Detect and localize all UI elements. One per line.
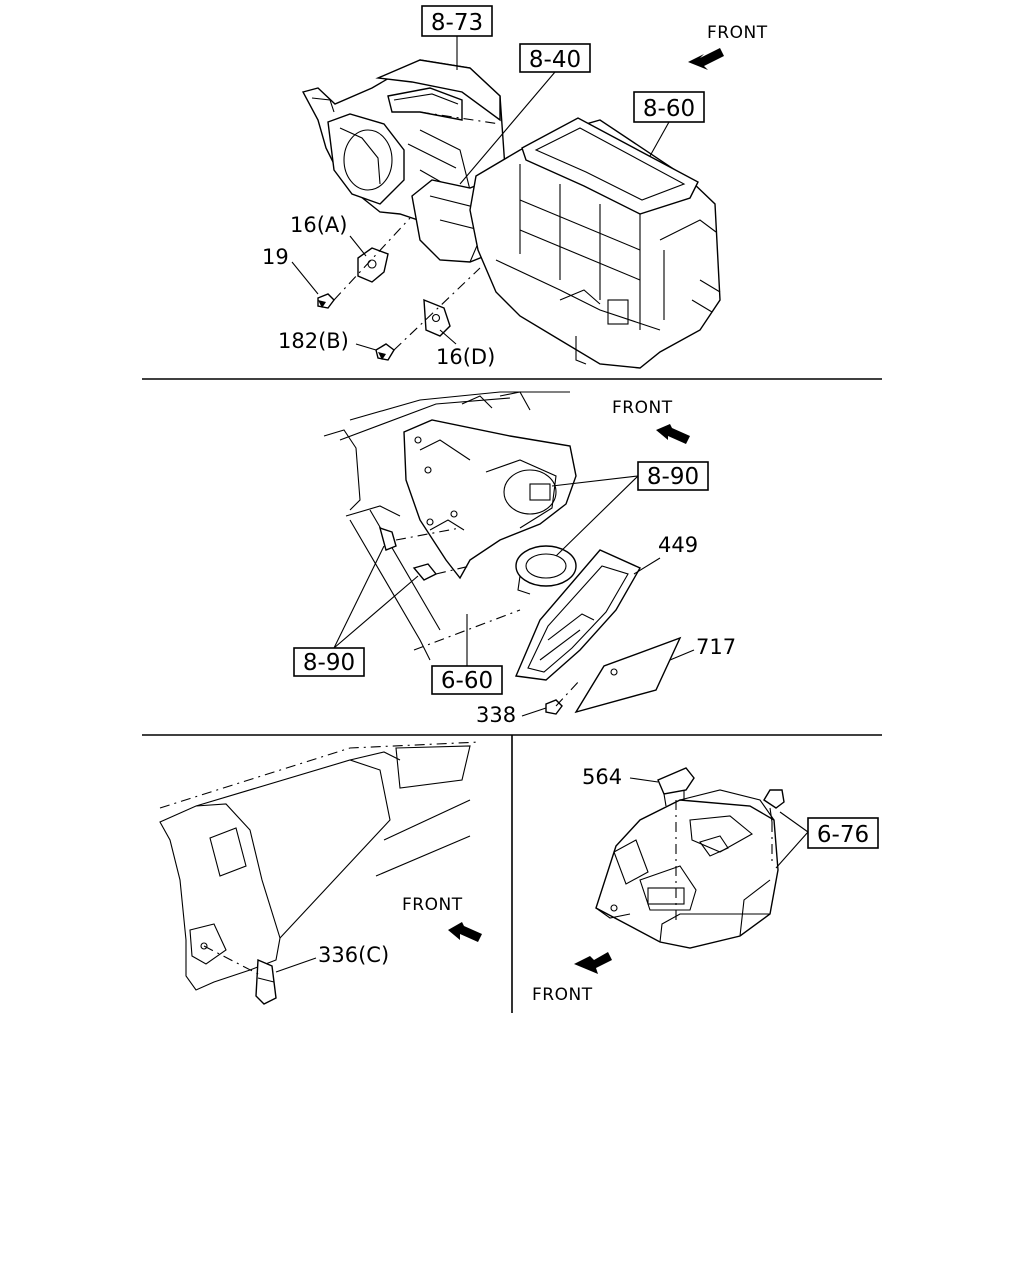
front-indicator-middle: FRONT [612, 398, 690, 444]
part-number: 338 [476, 703, 516, 727]
glove-box-housing-drawing [403, 419, 577, 580]
ref-label: 8-90 [647, 464, 699, 490]
bracket-336c-drawing [255, 958, 277, 1005]
section-dividers [142, 378, 882, 1013]
screw-182b-drawing [375, 343, 395, 361]
part-label-564: 564 [582, 765, 659, 789]
part-label-717: 717 [669, 635, 736, 661]
front-label-top: FRONT [707, 23, 768, 43]
lid-717-drawing [574, 636, 682, 714]
part-label-182b: 182(B) [278, 329, 377, 353]
front-arrow-middle [656, 424, 690, 444]
part-label-16a: 16(A) [290, 213, 367, 257]
bracket-16a-drawing [357, 247, 389, 283]
part-number: 182(B) [278, 329, 349, 353]
bracket-16d-drawing [423, 298, 451, 337]
heater-unit-drawing [469, 117, 721, 369]
damper-ring-449-drawing [515, 545, 577, 595]
ref-box-8-40: 8-40 [459, 43, 591, 185]
ref-box-8-73: 8-73 [421, 5, 493, 70]
assembly-line-19 [333, 217, 411, 301]
part-number: 564 [582, 765, 622, 789]
assembly-line-338 [555, 679, 581, 707]
screw-6-76-drawing [763, 789, 785, 823]
part-label-338: 338 [476, 703, 547, 727]
ref-label: 8-60 [643, 96, 695, 122]
ref-box-8-90-lower: 8-90 [293, 545, 419, 677]
screw-19-drawing [317, 293, 335, 309]
part-number: 16(A) [290, 213, 347, 237]
front-indicator-bottom-left: FRONT [402, 895, 482, 942]
front-indicator-bottom-right: FRONT [532, 952, 612, 1005]
ref-box-8-60: 8-60 [633, 91, 705, 157]
part-number: 449 [658, 533, 698, 557]
assembly-line-screw-b [435, 565, 471, 575]
screws-8-90-drawing [378, 526, 438, 581]
front-arrow-bottom-left [448, 922, 482, 942]
ref-box-6-76: 6-76 [775, 811, 879, 869]
front-arrow-top [688, 48, 724, 70]
assembly-line-336c [203, 945, 263, 977]
part-label-16d: 16(D) [436, 329, 495, 369]
front-indicator-top: FRONT [688, 23, 768, 70]
part-number: 336(C) [318, 943, 389, 967]
bottom-left-section: FRONT 336(C) [159, 741, 482, 1005]
ref-label: 6-60 [441, 668, 493, 694]
front-label-bottom-left: FRONT [402, 895, 463, 915]
part-label-336c: 336(C) [275, 943, 389, 973]
part-number: 16(D) [436, 345, 495, 369]
ref-label: 8-90 [303, 650, 355, 676]
part-label-19: 19 [262, 245, 319, 295]
ref-label: 8-73 [431, 10, 483, 36]
ref-box-8-90-upper: 8-90 [551, 461, 709, 557]
top-section: FRONT 8-73 8-40 8-60 16(A) 19 [262, 5, 768, 369]
front-label-middle: FRONT [612, 398, 673, 418]
ref-label: 6-76 [817, 822, 869, 848]
bottom-right-section: FRONT 6-76 564 [532, 765, 879, 1005]
assembly-line-182b [393, 267, 481, 351]
part-label-449: 449 [633, 533, 698, 575]
ref-label: 8-40 [529, 47, 581, 73]
assembly-line-blower [419, 111, 501, 125]
glove-box-door-449-drawing [514, 549, 641, 681]
ref-box-6-60: 6-60 [431, 614, 503, 695]
console-drawing [595, 789, 779, 949]
middle-section: FRONT 8-90 8-90 6-60 449 717 [293, 391, 736, 727]
front-arrow-bottom-right [574, 952, 612, 974]
part-number: 717 [696, 635, 736, 659]
front-label-bottom-right: FRONT [532, 985, 593, 1005]
part-number: 19 [262, 245, 289, 269]
cap-564-drawing [657, 767, 695, 807]
